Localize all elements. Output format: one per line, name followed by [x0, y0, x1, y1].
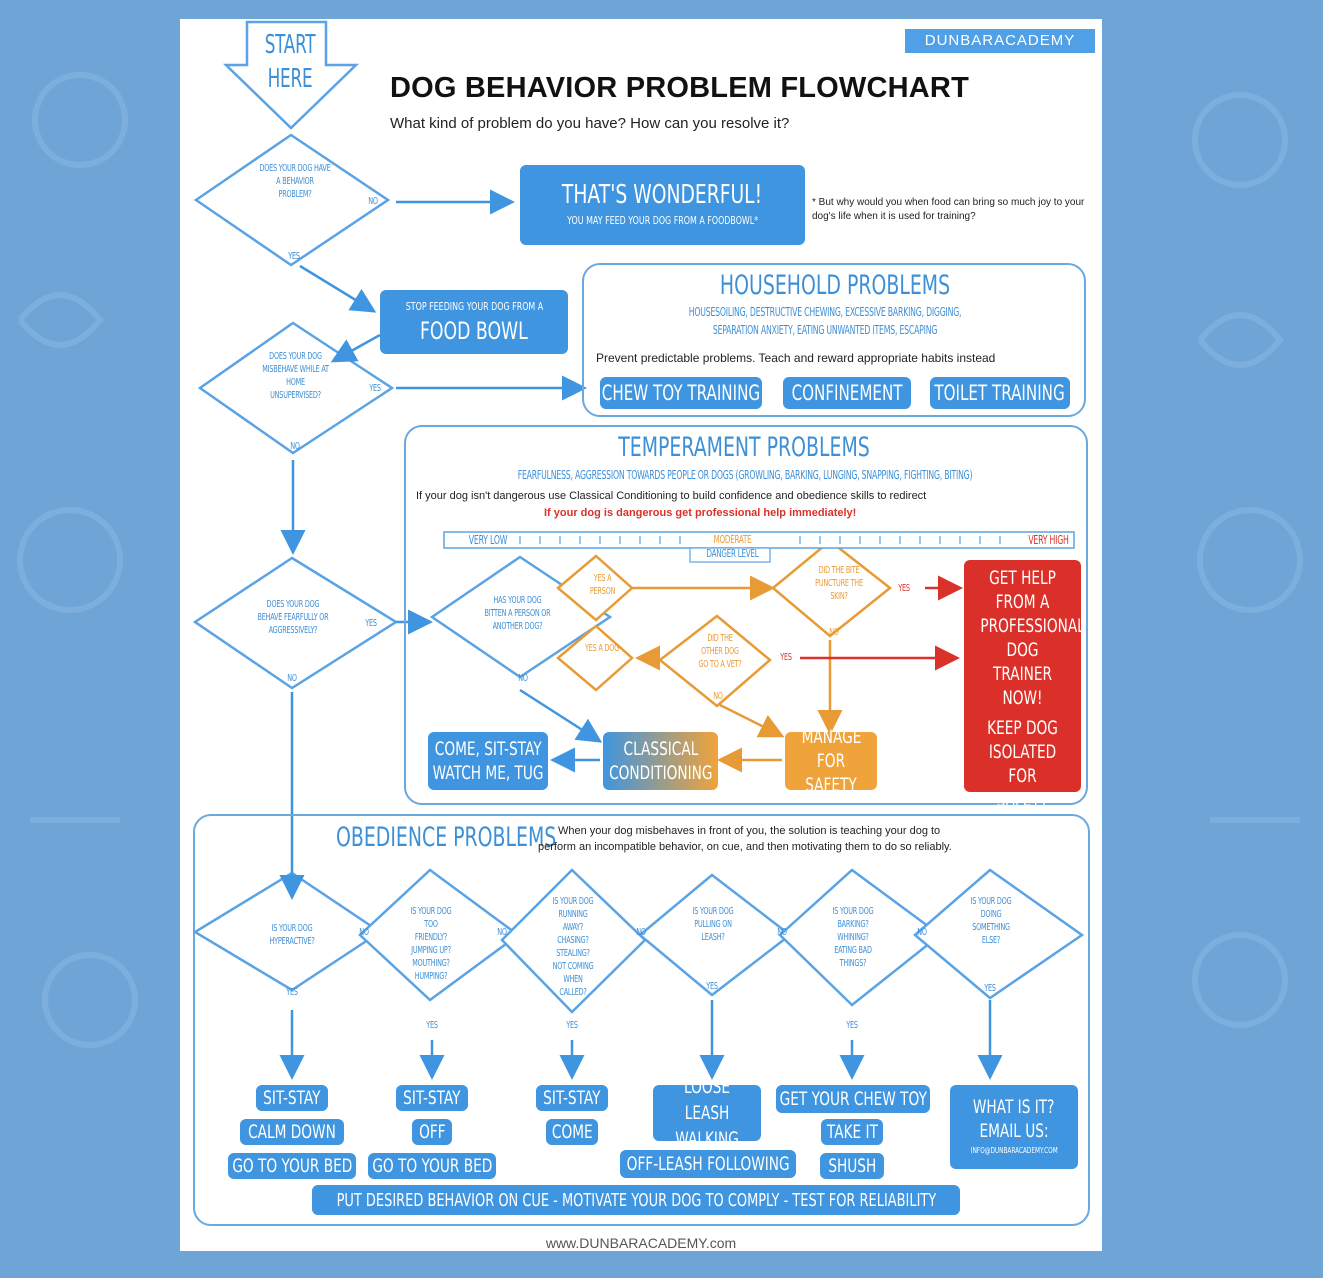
ob-yes-6: YES [984, 983, 996, 994]
ob-no-1: NO [359, 927, 369, 938]
shush-button[interactable]: SHUSH [820, 1153, 884, 1179]
calm-down-button[interactable]: CALM DOWN [240, 1119, 344, 1145]
put-behavior-on-cue-banner: PUT DESIRED BEHAVIOR ON CUE - MOTIVATE Y… [312, 1185, 960, 1215]
household-list-1: HOUSESOILING, DESTRUCTIVE CHEWING, EXCES… [688, 305, 962, 319]
temperament-advice: If your dog isn't dangerous use Classica… [416, 490, 927, 502]
question-other-dog-vet: DID THE OTHER DOG GO TO A VET? [698, 633, 742, 670]
page-title: DOG BEHAVIOR PROBLEM FLOWCHART [390, 72, 969, 104]
classical-conditioning-box: CLASSICAL CONDITIONING [603, 732, 718, 790]
question-barking: IS YOUR DOG BARKING? WHINING? EATING BAD… [832, 906, 874, 969]
q2-yes-label: YES [369, 383, 381, 394]
loose-leash-walking-button[interactable]: LOOSE LEASH WALKING [653, 1076, 761, 1150]
ob-yes-4: YES [706, 981, 718, 992]
question-running-away: IS YOUR DOG RUNNING AWAY? CHASING? STEAL… [552, 896, 594, 998]
q1-yes-label: YES [288, 251, 300, 262]
obedience-title: OBEDIENCE PROBLEMS [336, 822, 557, 853]
vet-yes-label: YES [780, 652, 792, 663]
obedience-panel [193, 814, 1090, 1226]
email-us-box[interactable]: WHAT IS IT? EMAIL US: INFO@DUNBARACADEMY… [950, 1085, 1078, 1169]
q2-no-label: NO [290, 441, 300, 452]
vet-no-label: NO [713, 691, 723, 702]
q3-no-label: NO [287, 673, 297, 684]
yes-a-dog-label: YES A DOG [585, 643, 619, 654]
come-sit-stay-box: COME, SIT-STAY WATCH ME, TUG [428, 732, 548, 790]
question-hyperactive: IS YOUR DOG HYPERACTIVE? [269, 923, 315, 947]
temperament-panel [404, 425, 1088, 805]
puncture-yes-label: YES [898, 583, 910, 594]
temperament-title: TEMPERAMENT PROBLEMS [618, 432, 870, 463]
puncture-no-label: NO [829, 627, 839, 638]
brand-badge: DUNBARACADEMY [905, 29, 1095, 53]
email-link: INFO@DUNBARACADEMY.COM [970, 1146, 1058, 1155]
yes-a-person-label: YES A PERSON [589, 573, 616, 597]
ob-yes-3: YES [566, 1020, 578, 1031]
sit-stay-button-3[interactable]: SIT-STAY [536, 1085, 608, 1111]
ob-yes-5: YES [846, 1020, 858, 1031]
question-too-friendly: IS YOUR DOG TOO FRIENDLY? JUMPING UP? MO… [410, 906, 452, 982]
bitten-no-label: NO [518, 673, 528, 684]
sit-stay-button-2[interactable]: SIT-STAY [396, 1085, 468, 1111]
toilet-training-button[interactable]: TOILET TRAINING [930, 377, 1070, 409]
go-to-bed-button-2[interactable]: GO TO YOUR BED [368, 1153, 496, 1179]
ob-no-5: NO [917, 927, 927, 938]
ob-yes-2: YES [426, 1020, 438, 1031]
page-subtitle: What kind of problem do you have? How ca… [390, 115, 790, 132]
chew-toy-training-button[interactable]: CHEW TOY TRAINING [600, 377, 762, 409]
ob-no-2: NO [497, 927, 507, 938]
question-something-else: IS YOUR DOG DOING SOMETHING ELSE? [970, 896, 1012, 946]
website-footer[interactable]: www.DUNBARACADEMY.com [545, 1235, 737, 1251]
household-list-2: SEPARATION ANXIETY, EATING UNWANTED ITEM… [712, 323, 938, 337]
danger-scale-low: VERY LOW [468, 533, 508, 547]
q1-no-label: NO [368, 196, 378, 207]
get-chew-toy-button[interactable]: GET YOUR CHEW TOY [776, 1085, 930, 1113]
off-button[interactable]: OFF [412, 1119, 452, 1145]
q3-yes-label: YES [365, 618, 377, 629]
question-behavior-problem: DOES YOUR DOG HAVE A BEHAVIOR PROBLEM? [259, 163, 331, 200]
question-fearful-aggressive: DOES YOUR DOG BEHAVE FEARFULLY OR AGGRES… [257, 599, 329, 636]
sit-stay-button-1[interactable]: SIT-STAY [256, 1085, 328, 1111]
thats-wonderful-box: THAT'S WONDERFUL! YOU MAY FEED YOUR DOG … [520, 165, 805, 245]
obedience-advice-2: perform an incompatible behavior, on cue… [538, 841, 952, 853]
danger-scale-high: VERY HIGH [1028, 533, 1069, 547]
get-professional-help-box: GET HELP FROM A PROFESSIONAL DOG TRAINER… [964, 560, 1085, 811]
temperament-list: FEARFULNESS, AGGRESSION TOWARDS PEOPLE O… [517, 468, 973, 482]
off-leash-following-button[interactable]: OFF-LEASH FOLLOWING [620, 1150, 796, 1178]
come-button[interactable]: COME [546, 1119, 598, 1145]
household-panel [582, 263, 1086, 417]
footnote: * But why would you when food can bring … [812, 197, 1085, 222]
household-advice: Prevent predictable problems. Teach and … [596, 351, 996, 365]
household-title: HOUSEHOLD PROBLEMS [719, 270, 951, 301]
ob-no-3: NO [636, 927, 646, 938]
confinement-button[interactable]: CONFINEMENT [783, 377, 911, 409]
stop-food-bowl-box: STOP FEEDING YOUR DOG FROM A FOOD BOWL [380, 290, 568, 354]
question-bitten: HAS YOUR DOG BITTEN A PERSON OR ANOTHER … [484, 595, 551, 632]
question-misbehave-home: DOES YOUR DOG MISBEHAVE WHILE AT HOME UN… [262, 351, 329, 401]
take-it-button[interactable]: TAKE IT [821, 1119, 883, 1145]
question-pulling-leash: IS YOUR DOG PULLING ON LEASH? [692, 906, 734, 943]
question-bite-puncture: DID THE BITE PUNCTURE THE SKIN? [815, 565, 863, 602]
go-to-bed-button-1[interactable]: GO TO YOUR BED [228, 1153, 356, 1179]
ob-yes-1: YES [286, 987, 298, 998]
temperament-danger-warning: If your dog is dangerous get professiona… [544, 507, 857, 519]
ob-no-4: NO [777, 927, 787, 938]
obedience-advice-1: When your dog misbehaves in front of you… [558, 825, 941, 837]
